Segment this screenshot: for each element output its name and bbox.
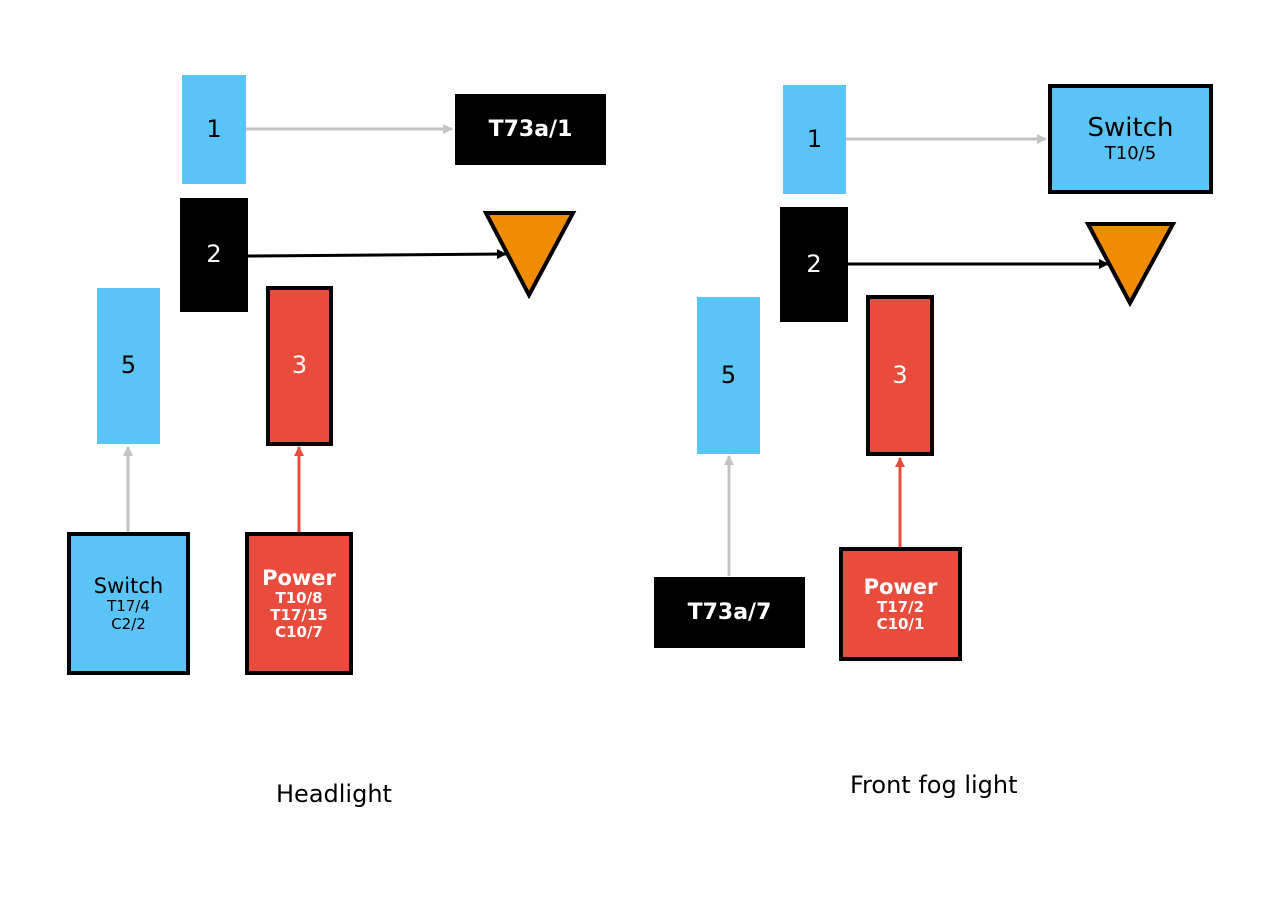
power-pin-line-2: C10/1 [876,615,925,634]
fog-destination-switch-box: Switch T10/5 [1048,84,1213,194]
connector-label: T73a/1 [488,116,573,142]
headlight-destination-t73a1: T73a/1 [455,94,606,165]
fog-pin-3: 3 [866,295,934,456]
fog-pin-2: 2 [780,207,848,322]
fog-source-t73a7: T73a/7 [654,577,805,648]
pin-number: 3 [291,351,308,380]
power-pin-line-1: T17/2 [876,597,925,616]
headlight-power-box: Power T10/8 T17/15 C10/7 [245,532,353,675]
pin-number: 3 [892,360,908,389]
fog-pin-5: 5 [697,297,760,454]
headlight-pin-1: 1 [182,75,246,184]
headlight-wire-pin2-to-ground [247,249,507,260]
fog-power-box: Power T17/2 C10/1 [839,547,962,661]
ground-triangle-icon [1084,222,1177,308]
fog-pin-1: 1 [783,85,846,194]
power-pin-line-3: C10/7 [275,623,323,642]
pin-number: 2 [806,249,822,278]
headlight-pin-5: 5 [97,288,160,444]
switch-title: Switch [93,574,164,599]
headlight-pin-2: 2 [180,198,248,312]
pin-number: 5 [120,351,137,380]
switch-pin-line-1: T10/5 [1104,142,1157,164]
fog-light-caption: Front fog light [850,771,1018,799]
power-title: Power [262,565,336,590]
power-pin-line-1: T10/8 [275,588,323,607]
switch-pin-line-1: T17/4 [107,597,150,616]
switch-pin-line-2: C2/2 [111,614,146,633]
power-pin-line-2: T17/15 [270,605,328,624]
headlight-switch-box: Switch T17/4 C2/2 [67,532,190,675]
switch-title: Switch [1087,112,1174,143]
headlight-pin-3: 3 [266,286,333,446]
headlight-caption: Headlight [276,780,392,808]
power-title: Power [863,574,938,599]
pin-number: 1 [206,114,222,143]
pin-number: 5 [720,360,737,389]
pin-number: 2 [206,240,222,269]
connector-label: T73a/7 [687,599,772,625]
ground-triangle-icon [482,211,577,300]
pin-number: 1 [806,124,823,153]
